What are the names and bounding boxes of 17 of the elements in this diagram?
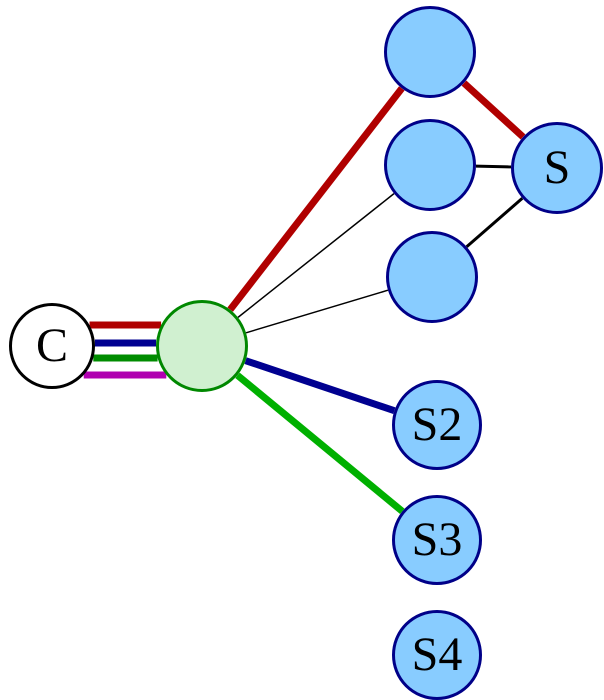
- node-label: S2: [412, 401, 462, 449]
- connector-line: [235, 372, 405, 514]
- node-label: S: [544, 144, 570, 192]
- connector-line: [93, 354, 158, 362]
- connector-line: [238, 193, 394, 318]
- connector-line: [84, 372, 166, 378]
- connector-line: [476, 164, 512, 168]
- connector-line: [227, 86, 405, 312]
- connector-line: [94, 340, 156, 346]
- connector-line: [462, 80, 526, 140]
- node-label: C: [36, 322, 68, 370]
- node-label: S3: [412, 516, 462, 564]
- node-label: S4: [412, 631, 462, 679]
- connector-line: [246, 290, 388, 334]
- connector-line: [90, 322, 162, 328]
- connector-line: [244, 357, 396, 414]
- connector-line: [466, 197, 524, 248]
